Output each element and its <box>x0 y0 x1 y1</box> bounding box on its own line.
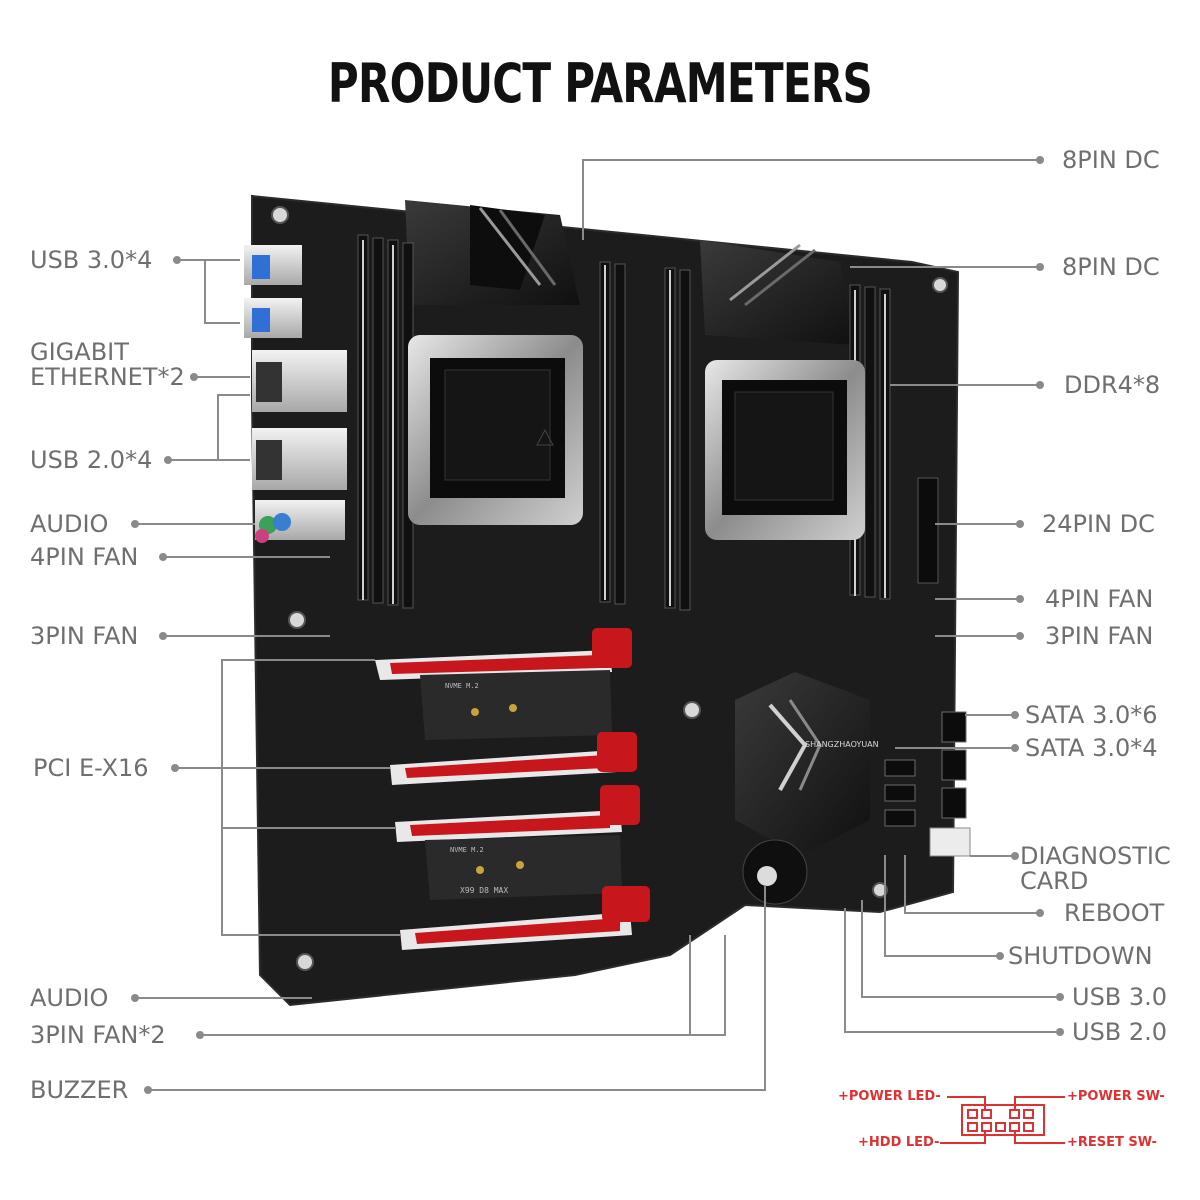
model-silkscreen: X99 D8 MAX <box>460 886 508 895</box>
label-card: CARD <box>1020 867 1089 895</box>
label-usb20-front: USB 2.0 <box>1072 1020 1168 1045</box>
label-8pin-dc-1: 8PIN DC <box>1062 146 1160 174</box>
label-3pin-fan-right: 3PIN FAN <box>1045 622 1154 650</box>
rear-io-ports <box>244 245 347 543</box>
svg-text:NVME M.2: NVME M.2 <box>445 682 479 690</box>
label-ethernet: ETHERNET*2 <box>30 363 185 391</box>
label-4pin-fan-left: 4PIN FAN <box>30 543 139 571</box>
cpu-socket-right <box>705 360 865 540</box>
nvme-slot-1: NVME M.2 <box>420 670 612 740</box>
buzzer <box>757 866 777 886</box>
label-usb30-rear: USB 3.0*4 <box>30 246 153 274</box>
label-buzzer: BUZZER <box>30 1076 129 1104</box>
label-3pin-fan-2: 3PIN FAN*2 <box>30 1021 166 1049</box>
pin-label-power-led: +POWER LED- <box>838 1089 941 1104</box>
leader-dots <box>131 156 1064 1094</box>
vrm-heatsink-left <box>405 200 580 305</box>
page-title: PRODUCT PARAMETERS <box>327 52 873 115</box>
pcie-slot-3 <box>395 785 640 842</box>
vrm-heatsink-right <box>700 240 855 345</box>
brand-logo-text: SHANGZHAOYUAN <box>805 740 879 749</box>
svg-text:NVME M.2: NVME M.2 <box>450 846 484 854</box>
pin-label-reset-sw: +RESET SW- <box>1067 1135 1157 1150</box>
label-usb30-front: USB 3.0 <box>1072 985 1168 1010</box>
pcie-slot-4 <box>400 886 650 950</box>
pin-label-power-sw: +POWER SW- <box>1067 1089 1165 1104</box>
pin-label-hdd-led: +HDD LED- <box>858 1135 940 1150</box>
chipset-heatsink: SHANGZHAOYUAN <box>735 672 879 855</box>
label-reboot: REBOOT <box>1064 899 1165 927</box>
label-sata-4: SATA 3.0*4 <box>1025 734 1158 762</box>
front-panel-pin-diagram <box>940 1096 1065 1144</box>
label-audio-rear: AUDIO <box>30 510 109 538</box>
label-8pin-dc-2: 8PIN DC <box>1062 253 1160 281</box>
mount-holes <box>271 206 948 971</box>
cpu-socket-left <box>408 335 583 525</box>
atx-24pin-connector <box>917 477 939 584</box>
sata-ports <box>884 711 967 827</box>
dimm-latches <box>362 240 886 606</box>
label-audio-front: AUDIO <box>30 984 109 1012</box>
nvme-slot-2: NVME M.2 X99 D8 MAX <box>425 835 622 900</box>
label-pcie: PCI E-X16 <box>33 754 149 782</box>
label-24pin-dc: 24PIN DC <box>1042 510 1155 538</box>
label-gigabit: GIGABIT <box>30 338 129 366</box>
label-usb20-rear: USB 2.0*4 <box>30 446 153 474</box>
label-shutdown: SHUTDOWN <box>1008 942 1153 970</box>
label-diagnostic: DIAGNOSTIC <box>1020 842 1171 870</box>
diagnostic-display <box>929 827 971 857</box>
label-4pin-fan-right: 4PIN FAN <box>1045 585 1154 613</box>
label-3pin-fan-left: 3PIN FAN <box>30 622 139 650</box>
leader-lines <box>135 159 1060 1091</box>
label-sata-6: SATA 3.0*6 <box>1025 701 1158 729</box>
label-ddr4: DDR4*8 <box>1064 371 1161 399</box>
pcie-slot-2 <box>390 732 637 785</box>
